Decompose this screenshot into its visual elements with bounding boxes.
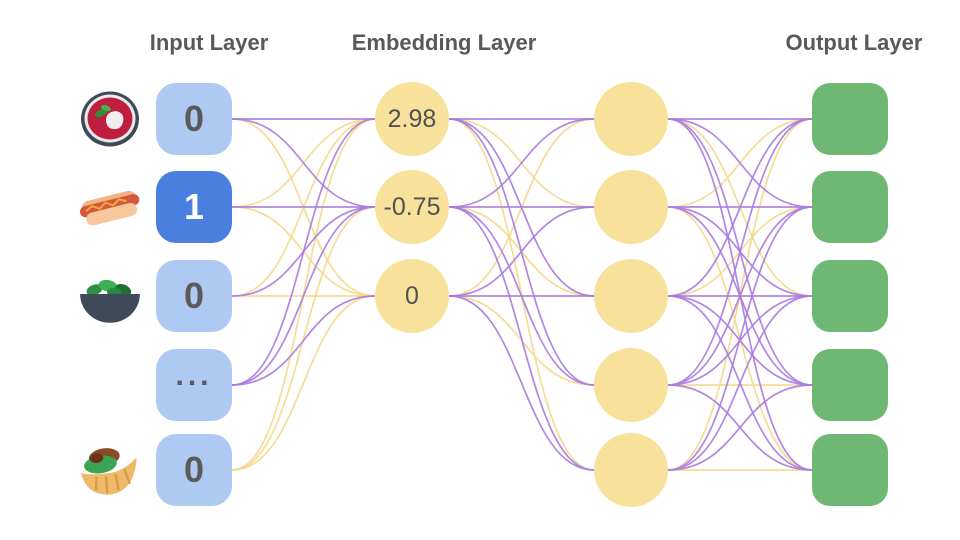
input-node-value: ... <box>175 359 213 392</box>
embedding-node-value: 2.98 <box>387 104 437 133</box>
edge-purple <box>448 206 595 297</box>
edge-purple <box>667 206 813 386</box>
input-node-0: 0 <box>156 83 232 155</box>
edge-purple <box>231 206 376 386</box>
input-node-value: 0 <box>183 449 205 490</box>
embedding-node-1: -0.75 <box>375 170 449 244</box>
output-node-2 <box>812 260 888 332</box>
edge-purple <box>667 384 813 471</box>
input-node-4: 0 <box>156 434 232 506</box>
input-node-value: 0 <box>183 275 205 316</box>
hidden-node-4 <box>594 433 668 507</box>
soup-icon <box>77 87 143 151</box>
edge-purple <box>231 118 376 208</box>
edge-purple <box>667 118 813 297</box>
embedding-node-2: 0 <box>375 259 449 333</box>
hidden-node-2 <box>594 259 668 333</box>
pita-icon <box>77 438 143 502</box>
edge-purple <box>667 206 813 471</box>
hidden-node-0 <box>594 82 668 156</box>
edge-purple <box>448 295 595 471</box>
embedding-node-value: -0.75 <box>383 192 441 221</box>
embedding-layer-title: Embedding Layer <box>351 30 537 55</box>
input-node-2: 0 <box>156 260 232 332</box>
hidden-node-1 <box>594 170 668 244</box>
input-node-value: 0 <box>183 98 205 139</box>
edge-yellow <box>231 206 376 471</box>
salad-icon <box>77 264 143 328</box>
input-node-3: ... <box>156 349 232 421</box>
embedding-node-value: 0 <box>405 281 419 310</box>
hidden-node-3 <box>594 348 668 422</box>
edge-purple <box>667 118 813 208</box>
input-layer-title: Input Layer <box>149 30 269 55</box>
output-node-1 <box>812 171 888 243</box>
edge-purple <box>667 295 813 471</box>
edge-purple <box>231 118 376 386</box>
edge-purple <box>448 118 595 208</box>
input-node-1: 1 <box>156 171 232 243</box>
output-node-0 <box>812 83 888 155</box>
edge-yellow <box>231 295 376 471</box>
output-layer-title: Output Layer <box>785 30 923 55</box>
output-node-4 <box>812 434 888 506</box>
edge-purple <box>448 206 595 471</box>
embedding-node-0: 2.98 <box>375 82 449 156</box>
input-node-value: 1 <box>183 186 205 227</box>
edge-purple <box>667 118 813 386</box>
hotdog-icon <box>77 175 143 239</box>
edge-purple <box>231 295 376 386</box>
output-node-3 <box>812 349 888 421</box>
